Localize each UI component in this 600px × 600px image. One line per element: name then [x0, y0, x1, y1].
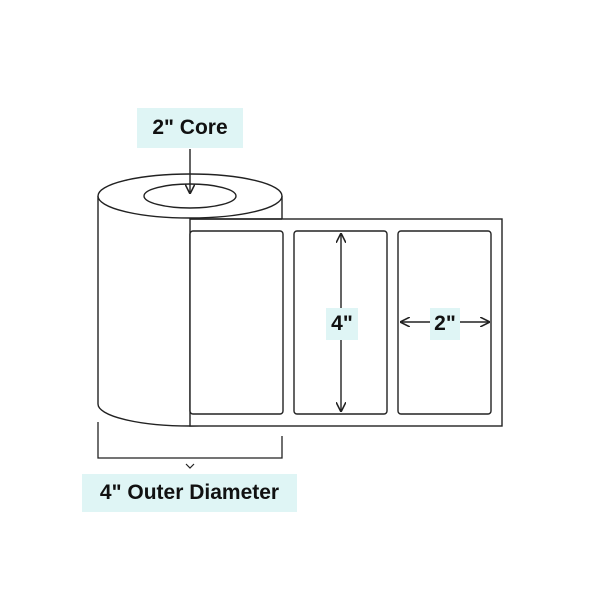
core-tag-bg: [137, 108, 243, 148]
outer-tag-bg: [82, 474, 297, 512]
core-size-label: 2" Core: [152, 116, 228, 139]
label-width-label: 2": [434, 312, 456, 335]
outer-diameter-bracket: [97, 422, 283, 459]
chevron-down-icon: [185, 463, 195, 469]
label-height-label: 4": [331, 312, 353, 335]
label-1: [189, 230, 284, 415]
height-tag-bg: [326, 308, 358, 340]
width-tag-bg: [430, 308, 460, 340]
outer-diameter-label: 4" Outer Diameter: [99, 481, 280, 504]
